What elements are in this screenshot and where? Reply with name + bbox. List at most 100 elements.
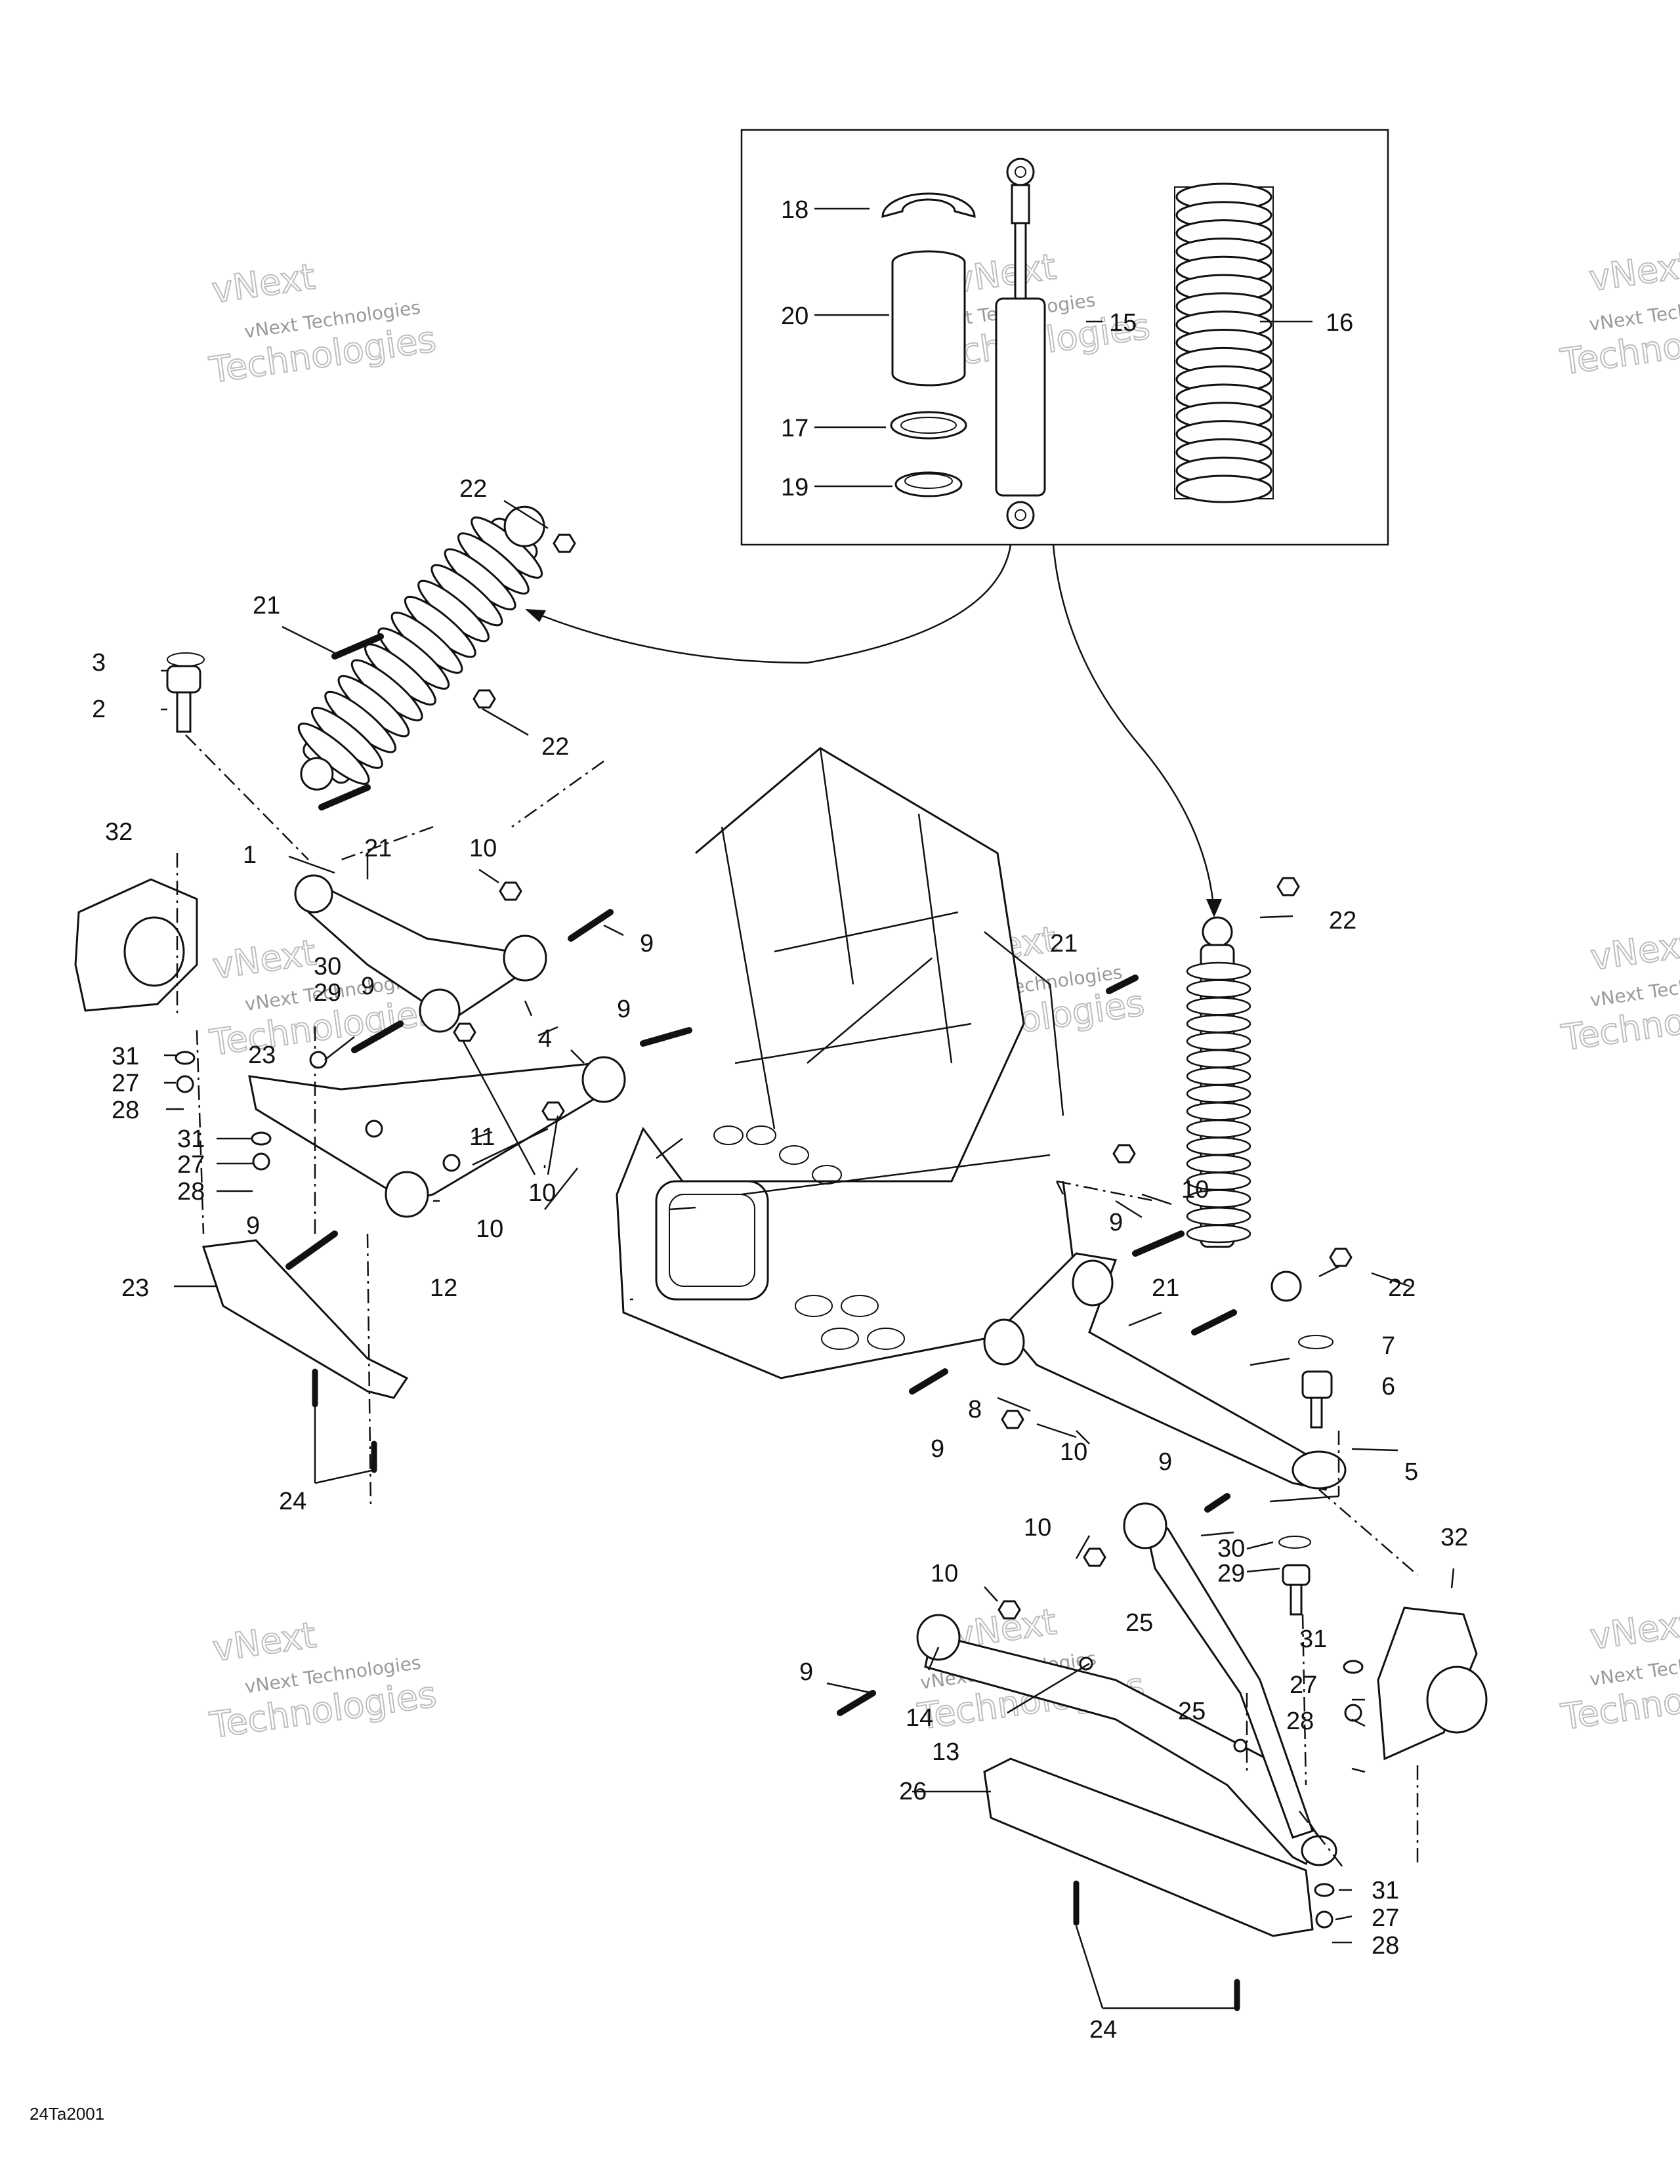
callout-22-right-low: 22 — [1388, 1274, 1416, 1302]
callout-4: 4 — [538, 1025, 552, 1053]
diagram-code: 24Ta2001 — [30, 2104, 104, 2124]
shock-detail-inset — [740, 129, 1389, 546]
ring — [890, 411, 967, 440]
callout-7: 7 — [1381, 1332, 1395, 1360]
callout-labels: 18 20 17 19 15 16 22 21 3 2 22 21 32 1 1… — [30, 196, 1468, 2124]
svg-text:vNext: vNext — [1587, 1603, 1680, 1658]
coil-ring — [1186, 979, 1251, 998]
coil-ring — [1186, 1224, 1251, 1244]
callout-1: 1 — [243, 841, 257, 869]
callout-28-a: 28 — [112, 1097, 139, 1124]
left-shock-assembly — [297, 505, 545, 791]
right-suspension — [916, 1180, 1488, 1937]
callout-24-right: 24 — [1089, 2016, 1117, 2044]
vehicle-frame — [616, 747, 1078, 1379]
callout-3: 3 — [92, 649, 106, 677]
leader-lines — [161, 207, 1455, 2009]
svg-text:vNext: vNext — [210, 932, 318, 987]
callout-22-mid: 22 — [541, 733, 569, 761]
coil-ring — [1186, 1207, 1251, 1226]
callout-15: 15 — [1109, 309, 1137, 337]
hardware — [175, 534, 1364, 2011]
inset-frame — [740, 129, 1389, 546]
bushing — [894, 471, 963, 497]
callout-10-c: 10 — [476, 1215, 503, 1243]
callout-9-h: 9 — [799, 1658, 813, 1686]
callout-10-g: 10 — [931, 1560, 958, 1587]
callout-21-top: 21 — [253, 592, 280, 620]
callout-22-right-top: 22 — [1329, 907, 1356, 934]
callout-27-c: 27 — [1290, 1671, 1317, 1699]
coil-ring — [1186, 1119, 1251, 1139]
callout-6: 6 — [1381, 1373, 1395, 1400]
coil-ring — [1186, 1066, 1251, 1086]
callout-9-e: 9 — [1109, 1209, 1123, 1236]
callout-17: 17 — [781, 415, 808, 442]
callout-25-b: 25 — [1178, 1698, 1206, 1725]
callout-28-b: 28 — [177, 1178, 205, 1206]
right-shock-assembly — [1186, 916, 1302, 1302]
coil-ring — [1186, 1032, 1251, 1051]
callout-10-e: 10 — [1060, 1438, 1087, 1466]
callout-31-a: 31 — [112, 1043, 139, 1070]
arrow-to-left-shock — [528, 544, 1012, 664]
callout-10-d: 10 — [1181, 1176, 1209, 1204]
svg-text:vNext: vNext — [210, 1614, 318, 1670]
callout-28-c: 28 — [1286, 1708, 1314, 1735]
left-suspension — [74, 652, 626, 1510]
coil-ring — [1186, 1102, 1251, 1121]
coil-ring — [1175, 474, 1272, 503]
callout-10-b: 10 — [528, 1179, 556, 1207]
callout-9-d: 9 — [246, 1212, 260, 1240]
coil-spring-detail — [1174, 182, 1274, 503]
callout-9-c: 9 — [617, 996, 631, 1023]
callout-27-d: 27 — [1372, 1904, 1399, 1932]
callout-26: 26 — [899, 1778, 927, 1805]
callout-20: 20 — [781, 303, 808, 330]
callout-5: 5 — [1404, 1458, 1418, 1486]
spring-seat — [881, 192, 976, 218]
callout-9-f: 9 — [931, 1435, 944, 1463]
callout-9-a: 9 — [640, 930, 654, 957]
coil-ring — [1186, 1049, 1251, 1068]
callout-32-left: 32 — [105, 818, 133, 846]
callout-14: 14 — [906, 1704, 933, 1732]
callout-24-left: 24 — [279, 1488, 306, 1515]
callout-16: 16 — [1326, 309, 1353, 337]
callout-2: 2 — [92, 696, 106, 723]
callout-21-mid: 21 — [364, 835, 392, 862]
sleeve-body — [891, 262, 966, 387]
callout-31-b: 31 — [177, 1125, 205, 1153]
callout-29-left: 29 — [314, 979, 341, 1007]
callout-30-right: 30 — [1217, 1535, 1245, 1563]
callout-29-right: 29 — [1217, 1560, 1245, 1587]
coil-ring — [1186, 961, 1251, 981]
callout-10-a: 10 — [469, 835, 497, 862]
callout-18: 18 — [781, 196, 808, 224]
callout-23-b: 23 — [121, 1274, 149, 1302]
coil-ring — [1186, 997, 1251, 1016]
callout-22-top: 22 — [459, 475, 487, 503]
callout-11: 11 — [469, 1124, 495, 1151]
callout-27-a: 27 — [112, 1070, 139, 1097]
callout-8: 8 — [968, 1396, 982, 1423]
callout-31-c: 31 — [1299, 1626, 1327, 1653]
coil-ring — [1186, 1014, 1251, 1034]
callout-10-f: 10 — [1024, 1514, 1051, 1542]
callout-9-g: 9 — [1158, 1448, 1172, 1476]
callout-32-right: 32 — [1440, 1524, 1468, 1551]
callout-25-a: 25 — [1125, 1609, 1153, 1637]
svg-text:vNext: vNext — [1587, 244, 1680, 299]
callout-28-d: 28 — [1372, 1932, 1399, 1960]
callout-19: 19 — [781, 474, 808, 501]
arrow-to-right-shock — [1052, 544, 1215, 913]
callout-12: 12 — [430, 1274, 457, 1302]
svg-text:vNext: vNext — [209, 256, 318, 311]
svg-text:vNext: vNext — [950, 245, 1059, 301]
shock-absorber-detail — [995, 158, 1046, 530]
callout-9-b: 9 — [361, 973, 375, 1000]
callout-23-a: 23 — [248, 1041, 276, 1069]
coil-ring — [1186, 1137, 1251, 1156]
callout-31-d: 31 — [1372, 1877, 1399, 1904]
